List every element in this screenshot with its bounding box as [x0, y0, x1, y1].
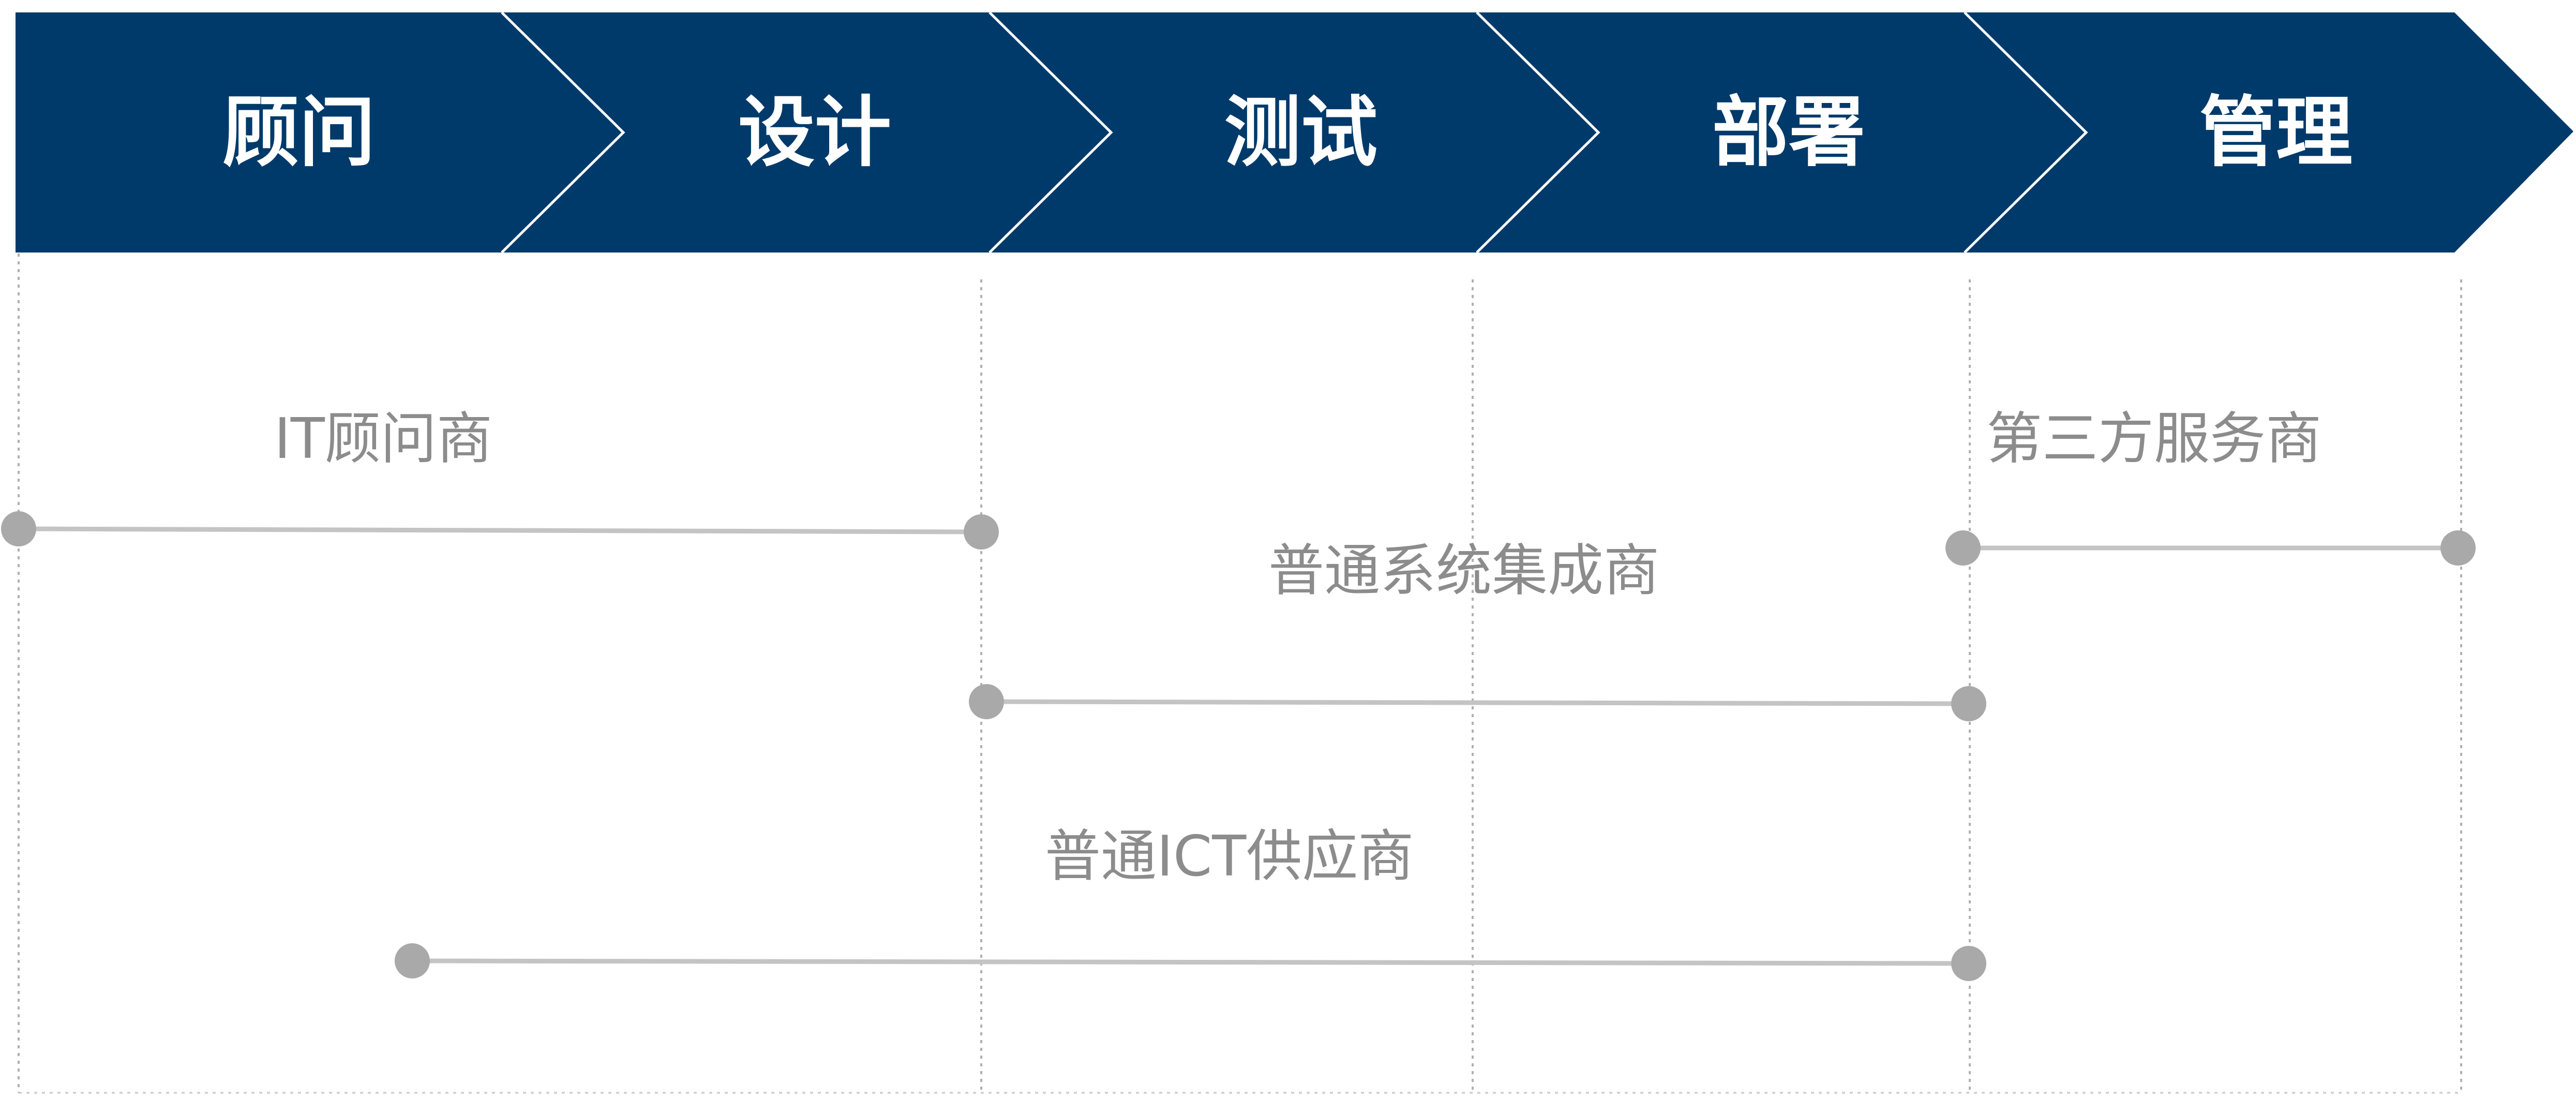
process-chevron-banner: 顾问 设计 测试 部署 管理	[16, 11, 2573, 254]
end-dot	[2440, 530, 2476, 566]
stage-label-management: 管理	[2199, 88, 2353, 177]
banner-background	[16, 12, 2573, 253]
provider-label: 普通ICT供应商	[1045, 824, 1414, 889]
provider-coverage: IT顾问商 第三方服务商 普通系统集成商 普通ICT供应商	[1, 407, 2476, 981]
coverage-line	[412, 958, 1969, 966]
coverage-line	[986, 699, 1969, 706]
provider-ict-supplier: 普通ICT供应商	[395, 824, 1986, 981]
provider-label: 第三方服务商	[1986, 407, 2322, 471]
provider-label: IT顾问商	[274, 407, 492, 471]
start-dot	[969, 684, 1004, 719]
start-dot	[1945, 530, 1981, 566]
stage-label-testing: 测试	[1224, 88, 1377, 177]
stage-label-design: 设计	[738, 88, 891, 177]
coverage-line	[18, 526, 982, 535]
end-dot	[964, 514, 999, 550]
end-dot	[1951, 946, 1986, 981]
start-dot	[395, 943, 430, 978]
provider-system-integrator: 普通系统集成商	[969, 539, 1986, 721]
chevron-divider	[501, 11, 625, 254]
provider-it-consultant: IT顾问商	[1, 407, 999, 550]
chevron-divider	[1476, 11, 1600, 254]
end-dot	[1951, 686, 1986, 721]
chevron-divider	[989, 11, 1113, 254]
provider-third-party-service: 第三方服务商	[1945, 407, 2476, 566]
start-dot	[1, 511, 36, 546]
provider-label: 普通系统集成商	[1268, 539, 1659, 603]
stage-label-consulting: 顾问	[222, 88, 376, 177]
chevron-divider	[1964, 11, 2088, 254]
stage-label-deployment: 部署	[1712, 88, 1865, 177]
